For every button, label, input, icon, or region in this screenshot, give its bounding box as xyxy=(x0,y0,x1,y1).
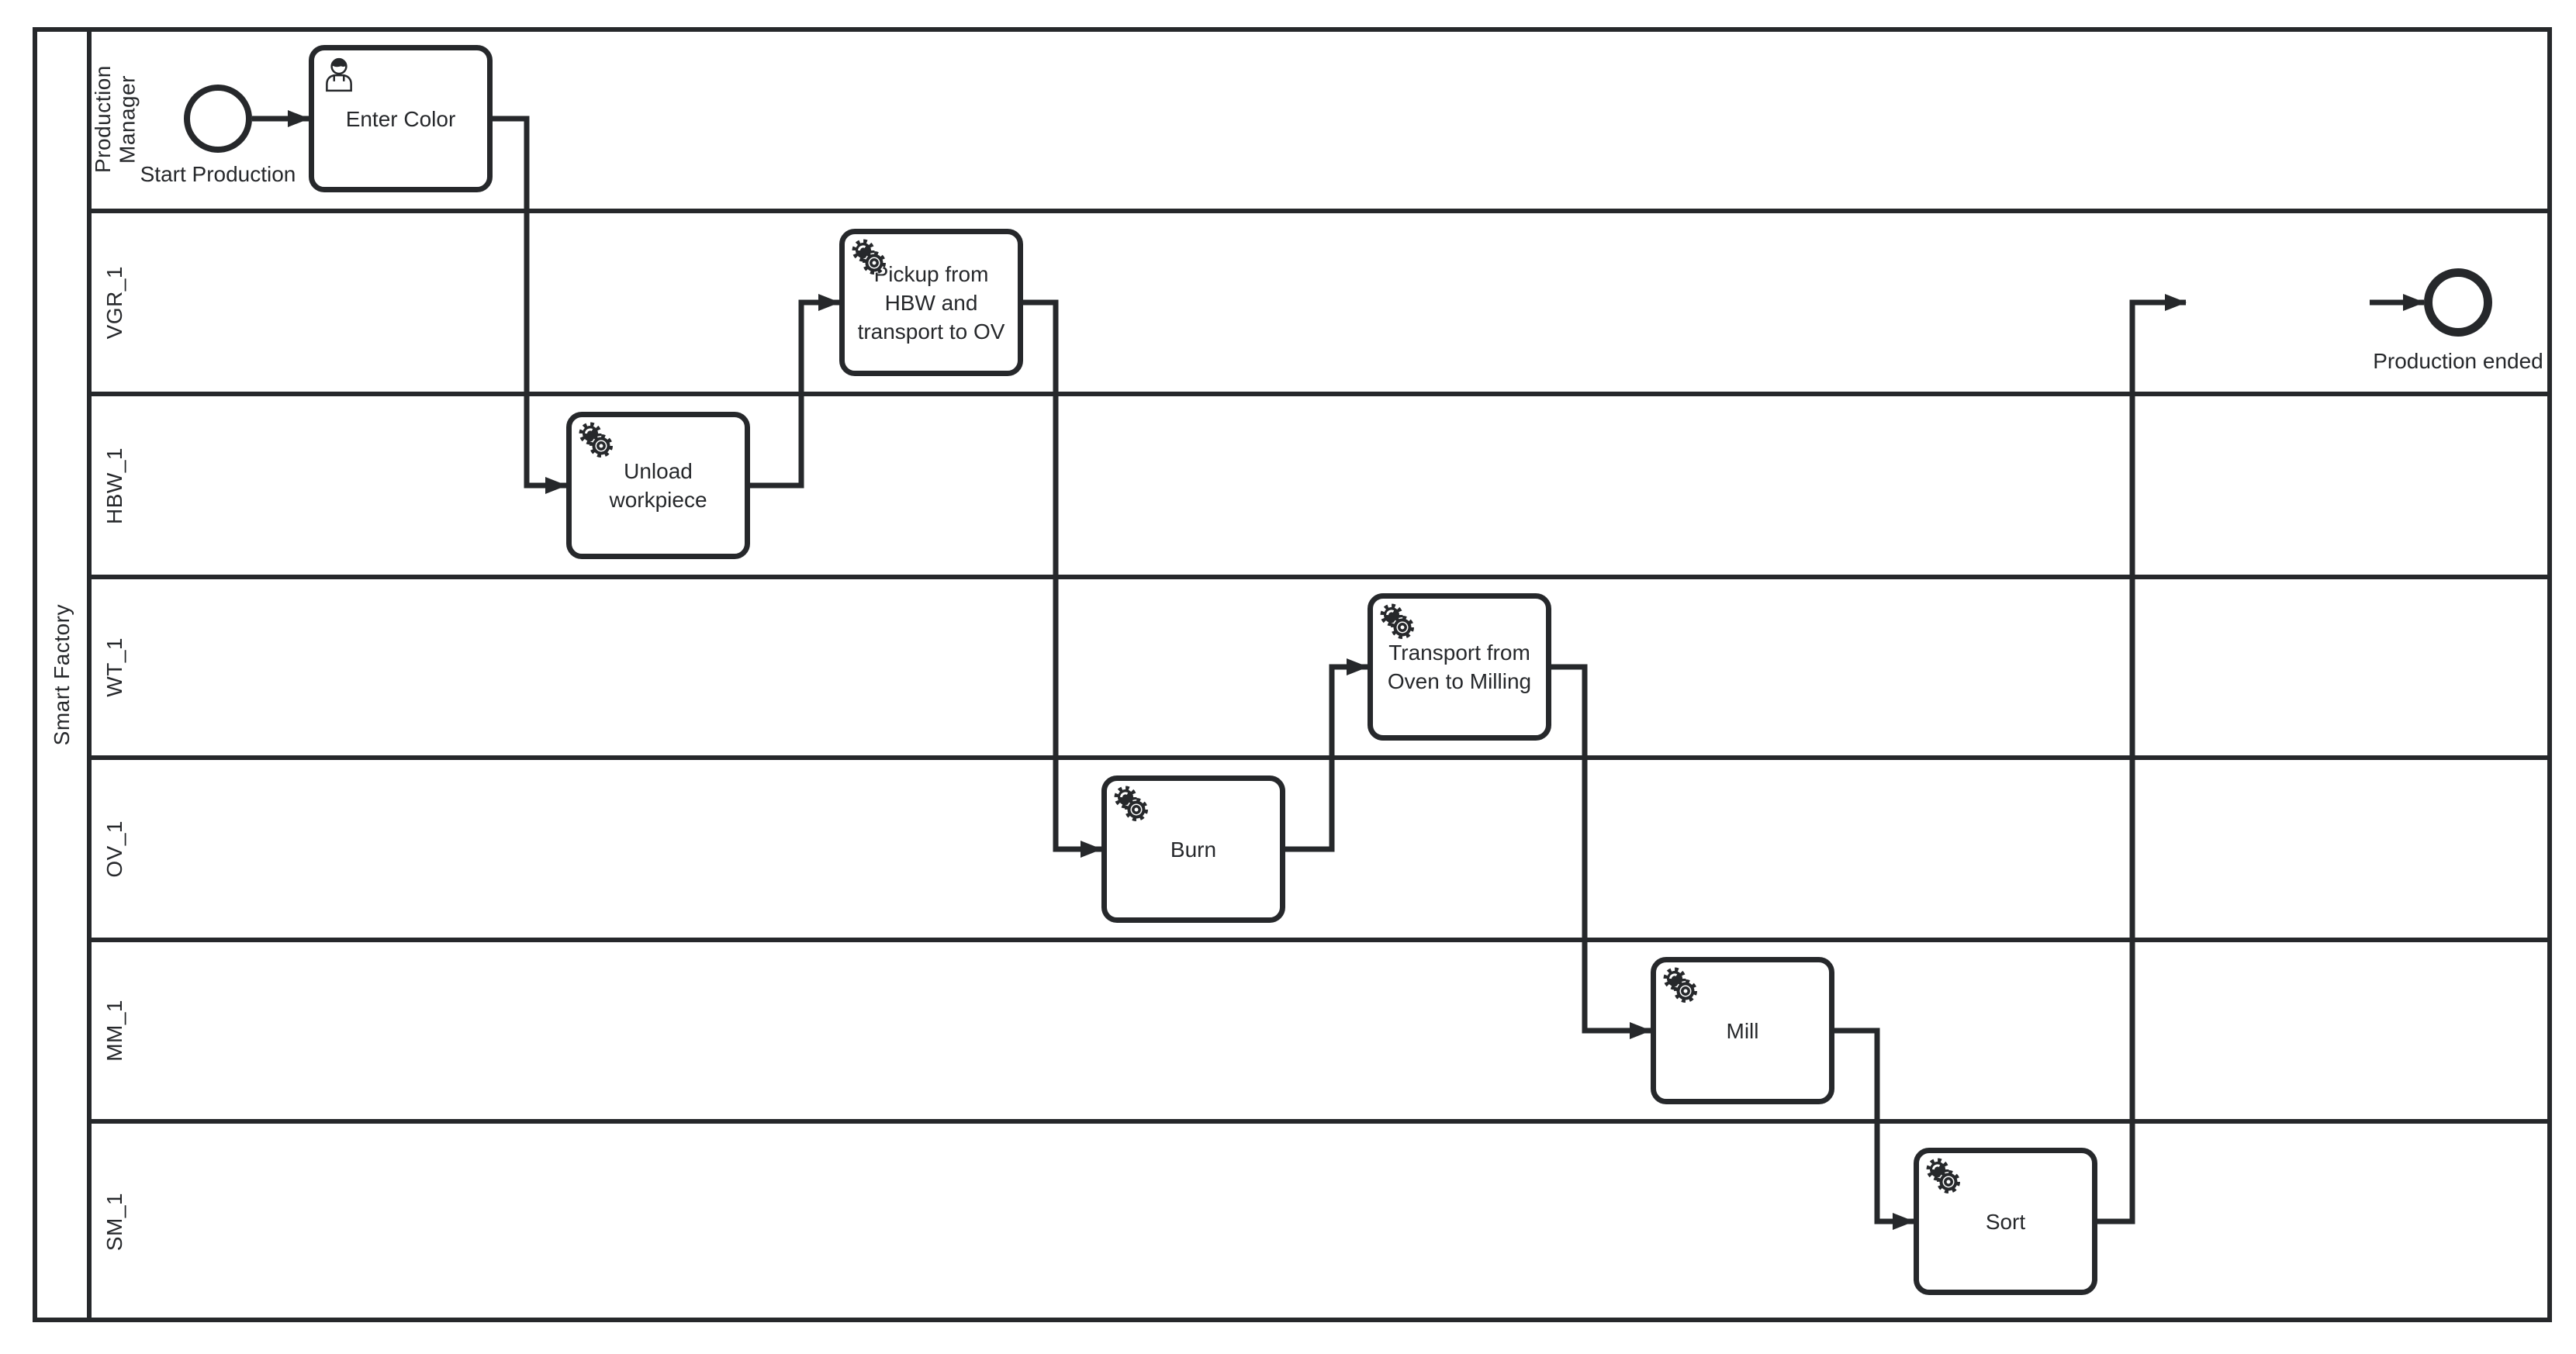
service-gears-icon xyxy=(1925,1158,1962,1195)
lane-separator xyxy=(92,755,2547,760)
sequence-flow-burn-to-transport-oven-to-milling xyxy=(1285,658,1368,852)
start-event-start-production[interactable] xyxy=(184,85,252,153)
task-unload-workpiece[interactable]: Unload workpiece xyxy=(566,412,750,559)
sequence-flow-sort-to-pickup-from-sm xyxy=(2097,294,2187,1224)
end-event-production-ended[interactable] xyxy=(2424,268,2492,337)
task-sort[interactable]: Sort xyxy=(1914,1148,2097,1295)
task-label-enter-color: Enter Color xyxy=(345,106,456,131)
sequence-flow-unload-workpiece-to-pickup-from-hbw xyxy=(750,294,840,489)
task-label-transport-oven-to-milling: Transport from Oven to Milling xyxy=(1387,641,1532,693)
service-gears-icon xyxy=(578,422,615,459)
lane-separator xyxy=(92,392,2547,396)
end-event-label: Production ended xyxy=(2373,349,2543,373)
sequence-flow-mill-to-sort xyxy=(1834,1028,1914,1230)
service-gears-icon xyxy=(851,239,888,276)
pool-smart-factory xyxy=(33,27,2552,1322)
task-label-sort: Sort xyxy=(1985,1209,2026,1234)
task-label-mill: Mill xyxy=(1726,1018,1759,1043)
task-label-burn: Burn xyxy=(1170,837,1217,862)
task-burn[interactable]: Burn xyxy=(1101,775,1285,923)
service-gears-icon xyxy=(1113,786,1150,823)
lane-separator xyxy=(92,209,2547,213)
service-gears-icon xyxy=(1379,603,1416,641)
pool-label-divider xyxy=(87,27,92,1322)
user-icon xyxy=(320,55,358,92)
task-mill[interactable]: Mill xyxy=(1651,957,1834,1104)
task-label-unload-workpiece: Unload workpiece xyxy=(609,459,707,512)
sequence-flow-enter-color-to-unload-workpiece xyxy=(493,116,567,494)
task-transport-oven-to-milling[interactable]: Transport from Oven to Milling xyxy=(1368,593,1551,741)
task-pickup-from-hbw[interactable]: Pickup from HBW and transport to OV xyxy=(839,229,1023,376)
lane-separator xyxy=(92,938,2547,942)
task-enter-color[interactable]: Enter Color xyxy=(309,45,493,192)
lane-separator xyxy=(92,575,2547,579)
sequence-flow-pickup-from-hbw-to-burn xyxy=(1023,299,1102,858)
sequence-flow-transport-oven-to-milling-to-mill xyxy=(1551,664,1651,1039)
service-gears-icon xyxy=(1662,967,1699,1004)
start-event-label: Start Production xyxy=(140,162,296,186)
lane-separator xyxy=(92,1119,2547,1124)
